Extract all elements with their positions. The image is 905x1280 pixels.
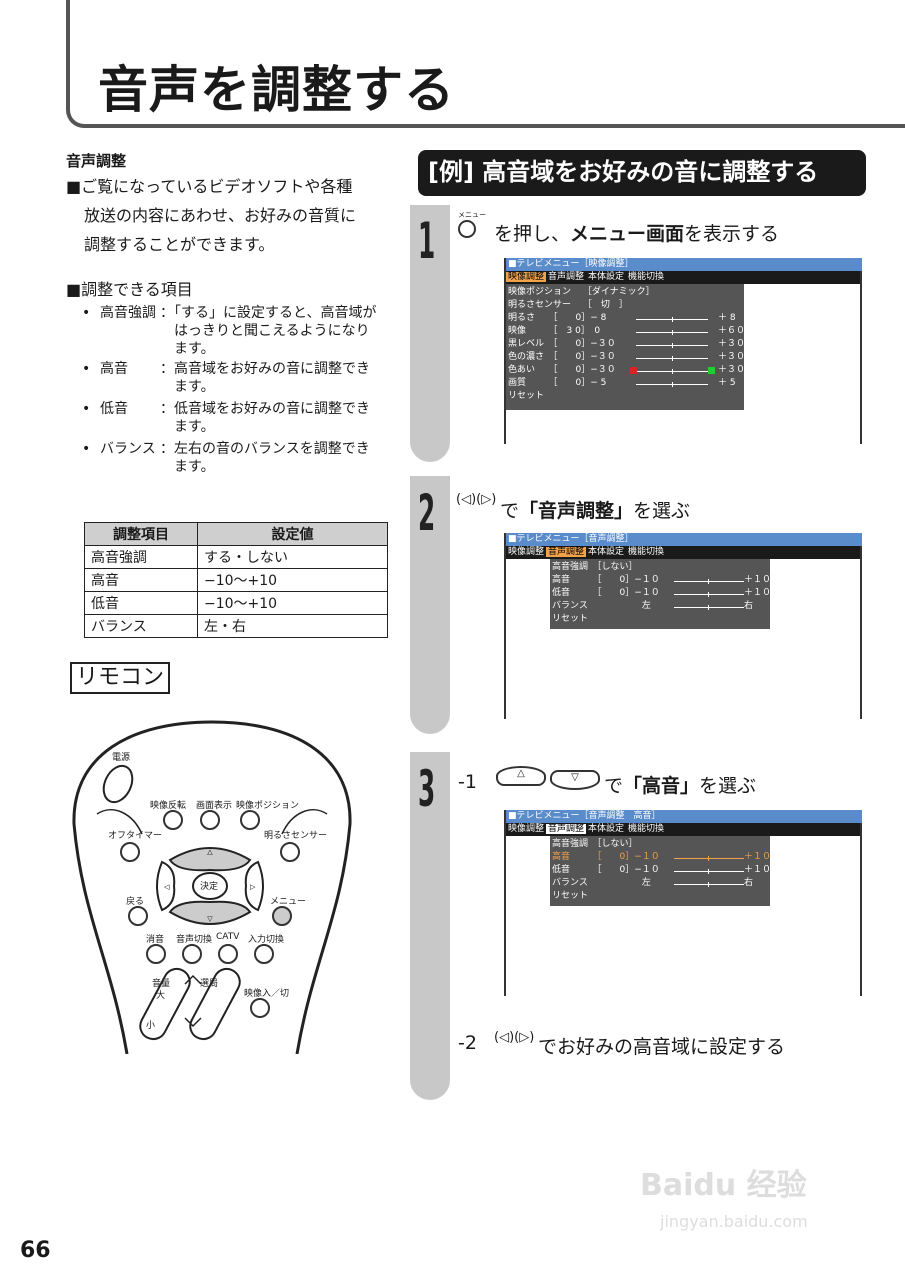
settings-table: 調整項目 設定値 高音強調する・しない 高音−10〜+10 低音−10〜+10 …: [84, 522, 388, 638]
step-instruction: で「高音」を選ぶ: [604, 775, 757, 797]
list-item: • 低音 ：低音域をお好みの音に調整でき ます。: [82, 401, 370, 435]
svg-text:◁: ◁: [164, 883, 170, 891]
table-row: バランス左・右: [84, 614, 388, 638]
tv-menu-bar: 映像調整音声調整本体設定機能切換: [506, 271, 860, 284]
step-number: 1: [418, 212, 436, 270]
channel-label: 選局: [200, 979, 219, 989]
step-number: 2: [418, 484, 436, 542]
watermark-url: jingyan.baidu.com: [660, 1212, 808, 1231]
items-list: • 高音強調 ：「する」に設定すると、高音域が はっきりと聞こえるようになり ま…: [82, 304, 392, 480]
substep-label: -2: [458, 1032, 477, 1054]
down-button-icon: ▽: [550, 770, 600, 790]
vol-up-label: 大: [156, 991, 166, 1001]
power-label: 電源: [112, 753, 131, 763]
off-timer-label: オフタイマー: [108, 831, 163, 841]
sensor-label: 明るさセンサー: [264, 831, 328, 841]
flip-button[interactable]: [163, 810, 183, 830]
off-timer-button[interactable]: [120, 842, 140, 862]
svg-text:▽: ▽: [207, 915, 213, 923]
table-header-row: 調整項目 設定値: [84, 522, 388, 546]
audio-label: 音声切換: [176, 935, 213, 945]
items-heading: ■調整できる項目: [66, 280, 193, 299]
flip-label: 映像反転: [150, 801, 187, 811]
tv-screen: ■テレビメニュー［音声調整］ 映像調整音声調整本体設定機能切換 高音強調 ［しな…: [504, 533, 862, 719]
tv-menu-panel: 高音強調 ［しない］ 高音 ［ 0］−１０ 低音 ［ 0］−１０ バランス 左 …: [550, 836, 771, 906]
intro-text: ■ご覧になっているビデオソフトや各種 放送の内容にあわせ、お好みの音質に 調整す…: [66, 177, 357, 254]
up-button-icon: △: [496, 766, 546, 786]
vol-down-label: 小: [146, 1021, 156, 1031]
menu-label: メニュー: [270, 897, 307, 907]
audio-button[interactable]: [182, 944, 202, 964]
step-instruction: を押し、メニュー画面を表示する: [494, 223, 780, 245]
list-item: • バランス ：左右の音のバランスを調整でき ます。: [82, 441, 370, 475]
svg-text:▷: ▷: [250, 883, 256, 891]
table-row: 高音強調する・しない: [84, 545, 388, 569]
table-row: 低音−10〜+10: [84, 591, 388, 615]
tv-title: ■テレビメニュー［映像調整］: [506, 258, 862, 271]
red-marker: [630, 367, 637, 374]
volume-label: 音量: [152, 979, 171, 989]
enter-label: 決定: [200, 882, 219, 892]
sensor-button[interactable]: [280, 842, 300, 862]
header-frame: [66, 0, 905, 128]
tv-menu-panel: 映像ポジション ［ダイナミック］ 明るさセンサー ［ 切 ］ 明るさ ［ 0］−…: [506, 284, 745, 410]
input-label: 入力切換: [248, 935, 285, 945]
input-button[interactable]: [254, 944, 274, 964]
page-title: 音声を調整する: [98, 61, 455, 119]
mute-button[interactable]: [146, 944, 166, 964]
tv-menu-bar: 映像調整音声調整本体設定機能切換: [506, 823, 860, 836]
remocon-label: リモコン: [70, 662, 170, 694]
display-button[interactable]: [200, 810, 220, 830]
display-label: 画面表示: [196, 801, 233, 811]
position-button[interactable]: [240, 810, 260, 830]
list-item: • 高音 ：高音域をお好みの音に調整でき ます。: [82, 361, 370, 395]
step-number: 3: [418, 760, 436, 818]
table-row: 高音−10〜+10: [84, 568, 388, 592]
menu-button-icon: [458, 220, 476, 238]
remote-illustration: △ ▽ ◁ ▷ 電源 映像反転 画面表示 映像ポジション オフタイマー 明るさセ…: [72, 714, 352, 1054]
tv-screen: ■テレビメニュー［映像調整］ 映像調整音声調整本体設定機能切換 映像ポジション …: [504, 258, 862, 444]
svg-text:△: △: [207, 848, 213, 856]
step-column: [410, 205, 450, 462]
back-button[interactable]: [128, 906, 148, 926]
catv-label: CATV: [216, 932, 240, 942]
left-right-button-icon: (◁)(▷): [494, 1030, 535, 1045]
back-label: 戻る: [126, 897, 145, 907]
substep-label: -1: [458, 771, 477, 793]
green-marker: [708, 367, 715, 374]
menu-tiny-label: メニュー: [458, 211, 486, 219]
tv-screen: ■テレビメニュー［音声調整 高音］ 映像調整音声調整本体設定機能切換 高音強調 …: [504, 810, 862, 996]
tv-menu-panel: 高音強調 ［しない］ 高音 ［ 0］−１０ 低音 ［ 0］−１０ バランス 左 …: [550, 559, 771, 629]
position-label: 映像ポジション: [236, 801, 300, 811]
catv-button[interactable]: [218, 944, 238, 964]
menu-button[interactable]: [272, 906, 292, 926]
remote-body: △ ▽ ◁ ▷: [72, 720, 352, 1054]
left-right-button-icon: (◁)(▷): [456, 492, 497, 507]
example-banner: [例] 高音域をお好みの音に調整する: [418, 150, 866, 196]
step-instruction: でお好みの高音域に設定する: [538, 1036, 786, 1058]
step-column: [410, 752, 450, 1100]
step-column: [410, 476, 450, 734]
step-instruction: で「音声調整」を選ぶ: [500, 500, 691, 522]
mute-label: 消音: [146, 935, 165, 945]
video-toggle-button[interactable]: [250, 998, 270, 1018]
tv-menu-bar: 映像調整音声調整本体設定機能切換: [506, 546, 860, 559]
section-heading: 音声調整: [66, 152, 127, 170]
list-item: • 高音強調 ：「する」に設定すると、高音域が はっきりと聞こえるようになり ま…: [82, 305, 377, 357]
watermark-brand: Baidu 经验: [640, 1168, 807, 1203]
video-toggle-label: 映像入／切: [244, 989, 290, 999]
page-number: 66: [20, 1238, 51, 1263]
